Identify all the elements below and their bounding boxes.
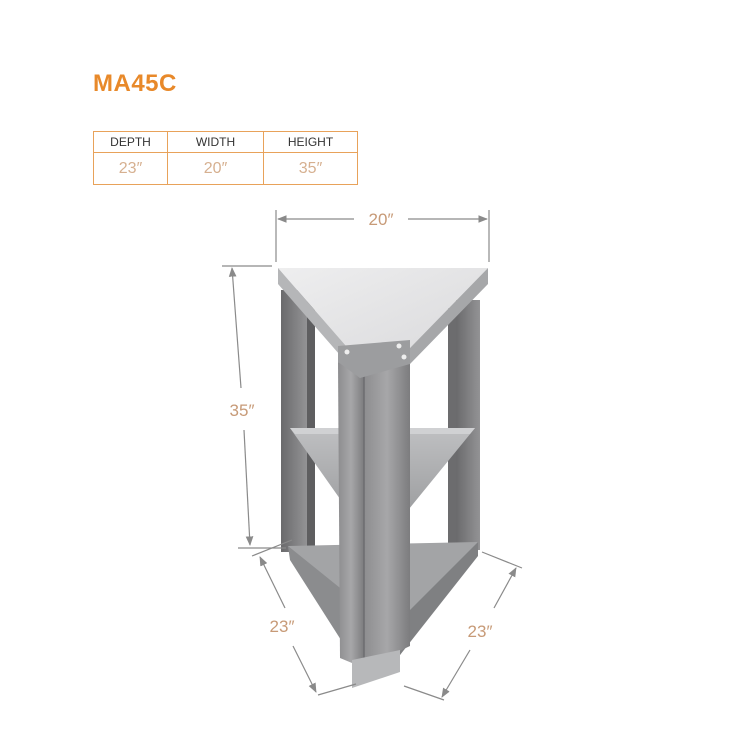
spec-header-row: DEPTH WIDTH HEIGHT <box>93 131 358 153</box>
countertop <box>278 268 488 362</box>
spec-value-row: 23″ 20″ 35″ <box>93 152 358 185</box>
cabinet-illustration <box>278 268 488 688</box>
width-dimension: 20″ <box>275 210 490 262</box>
base-right-face <box>400 542 478 655</box>
right-depth-ext-top <box>481 551 523 569</box>
width-value: 20″ <box>167 152 264 185</box>
front-post-left-face <box>338 362 364 668</box>
height-label: 35″ <box>230 401 255 420</box>
height-line-top <box>228 267 242 389</box>
spec-table: DEPTH WIDTH HEIGHT 23″ 20″ 35″ <box>93 131 358 185</box>
left-depth-ext-bottom <box>317 683 357 696</box>
left-depth-dimension: 23″ <box>251 539 357 696</box>
front-post-right-face <box>364 352 410 668</box>
height-value: 35″ <box>263 152 358 185</box>
right-depth-line-bottom <box>441 649 471 698</box>
screw-hole-2 <box>396 343 402 349</box>
width-label: 20″ <box>369 210 394 229</box>
right-depth-line-top <box>493 567 517 609</box>
back-left-post-edge <box>307 300 315 552</box>
base-left-face <box>288 546 355 662</box>
left-depth-line-bottom <box>292 645 317 693</box>
screw-hole-1 <box>344 349 350 355</box>
back-left-post <box>281 290 307 552</box>
height-line-bottom <box>243 429 254 546</box>
countertop-front-corner <box>338 340 410 378</box>
left-depth-line-top <box>259 556 286 609</box>
model-title: MA45C <box>93 70 177 97</box>
right-depth-ext-bottom <box>403 685 445 701</box>
screw-hole-3 <box>401 354 407 360</box>
right-depth-label: 23″ <box>468 622 493 641</box>
countertop-right-edge <box>410 268 488 364</box>
left-depth-ext-top <box>251 539 293 557</box>
right-depth-dimension: 23″ <box>403 551 523 701</box>
left-depth-label: 23″ <box>270 617 295 636</box>
front-post-foot <box>352 650 400 688</box>
height-dimension: 35″ <box>222 265 286 549</box>
back-right-post <box>456 300 480 550</box>
